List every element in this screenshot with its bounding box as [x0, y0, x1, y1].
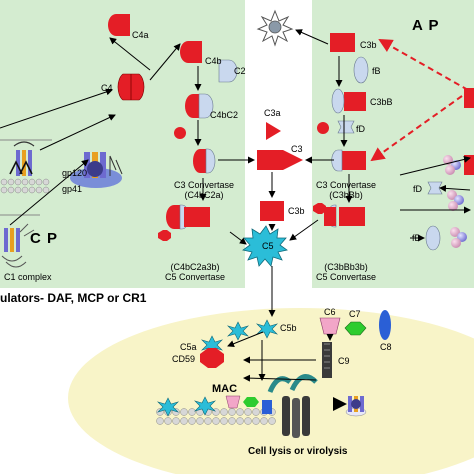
label-c3b-mid: C3b [288, 206, 305, 216]
label-cd59: CD59 [172, 354, 196, 364]
cell-receptor-icon [333, 396, 367, 417]
label-c1-complex: C1 complex [4, 272, 52, 282]
label-c9: C9 [338, 356, 350, 366]
label-fd-upper: fD [356, 124, 365, 134]
label-c7: C7 [349, 309, 361, 319]
label-c4bc2: C4bC2 [210, 110, 239, 120]
c2-molecule [218, 59, 238, 83]
ap-c3-convertase [342, 151, 366, 170]
ap-octagon [313, 203, 326, 214]
c2b-fragment [174, 127, 186, 139]
label-c6: C6 [324, 307, 336, 317]
c9-shape [322, 342, 332, 378]
label-fd-lower: fD [413, 184, 422, 194]
label-c4: C4 [101, 83, 113, 93]
c8-shape [379, 310, 391, 340]
regulators-label: ulators- DAF, MCP or CR1 [0, 291, 147, 305]
cd59-octagon [200, 348, 224, 368]
ap-c3bb [344, 92, 366, 111]
ap-c3b [330, 33, 355, 52]
ap-fd-lower [427, 181, 443, 195]
c4a-fragment [108, 14, 130, 36]
label-c4b: C4b [205, 56, 222, 66]
hiv-envelope-icon [0, 139, 52, 194]
label-c5b: C5b [280, 323, 297, 333]
cp-title: C P [30, 230, 59, 247]
label-c5a: C5a [180, 342, 197, 352]
label-c8: C8 [380, 342, 392, 352]
c6-shape [319, 317, 341, 335]
label-ap-c3-convertase: C3 Convertase(C3bBb) [315, 180, 377, 200]
ap-fb [353, 56, 369, 84]
label-cp-c5-convertase: (C4bC2a3b)C5 Convertase [164, 262, 226, 282]
label-lysis: Cell lysis or virolysis [248, 446, 348, 457]
label-fb-lower: fB [412, 233, 421, 243]
ap-title: A P [412, 17, 440, 34]
c4b-fragment [180, 41, 202, 63]
c5b-star [255, 319, 279, 339]
label-c5: C5 [262, 241, 274, 251]
c7-shape [344, 321, 367, 336]
c5-star [242, 225, 288, 267]
c3-molecule [257, 150, 303, 170]
ap-ba-fragment [317, 122, 329, 134]
c4bc2-complex [185, 94, 199, 118]
ap-fb-lower [425, 225, 441, 251]
label-c2: C2 [234, 66, 246, 76]
label-mac: MAC [212, 383, 238, 395]
label-c3: C3 [291, 144, 303, 154]
label-fb: fB [372, 66, 381, 76]
label-cp-c3-convertase: C3 Convertase(C4bC2a) [173, 180, 235, 200]
ap-fd-upper [337, 120, 355, 134]
cp-octagon-left [158, 230, 171, 241]
cp-c5-convertase [166, 205, 180, 229]
cp-c3-convertase [193, 149, 206, 173]
label-ap-c5-convertase: (C3bBb3b)C5 Convertase [315, 262, 377, 282]
label-c3a: C3a [264, 108, 281, 118]
label-c4a: C4a [132, 30, 149, 40]
label-c3bb: C3bB [370, 97, 393, 107]
c3a-fragment [266, 122, 281, 140]
label-c3b-top: C3b [360, 40, 377, 50]
label-gp41: gp41 [62, 184, 83, 194]
virus-icon [256, 9, 294, 47]
label-gp120: gp120 [62, 168, 88, 178]
c1-complex-icon [0, 214, 40, 268]
c3b-mid-fragment [260, 201, 284, 221]
